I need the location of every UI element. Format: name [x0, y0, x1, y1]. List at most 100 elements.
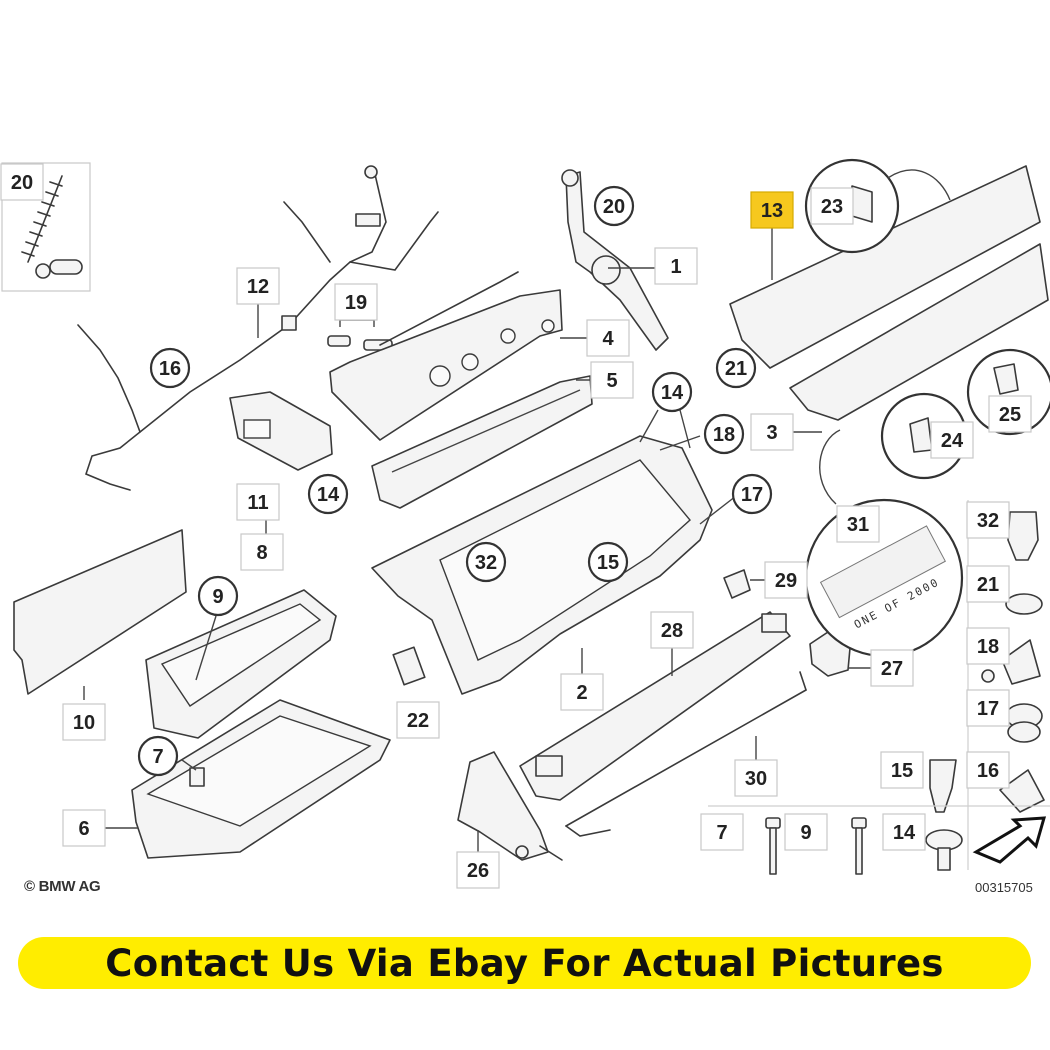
callout-17-frame [731, 473, 773, 515]
screw-18 [981, 669, 995, 683]
callout-22-number: 22 [407, 710, 429, 732]
callout-28: 28 [650, 611, 694, 649]
callout-12-number: 12 [247, 276, 269, 298]
callout-15-number: 15 [597, 552, 619, 574]
callout-9: 9 [784, 813, 828, 851]
callout-31-number: 31 [847, 514, 869, 536]
exploded-parts-diagram: ONE OF 2000 [0, 158, 1050, 889]
callout-1-frame [654, 247, 698, 285]
callout-25-frame [988, 395, 1032, 433]
rail-hole-1 [429, 365, 451, 387]
callout-5-frame [590, 361, 634, 399]
callout-10-number: 10 [73, 712, 95, 734]
lower-rail-part [519, 611, 791, 801]
module-window [243, 419, 271, 439]
callout-22: 22 [396, 701, 440, 739]
callout-14-frame [882, 813, 926, 851]
callout-21-frame [715, 347, 757, 389]
side-flap [13, 529, 187, 695]
callout-27-number: 27 [881, 658, 903, 680]
callout-19-frame [334, 283, 378, 321]
callout-21-number: 21 [977, 574, 999, 596]
callout-17-number: 17 [977, 698, 999, 720]
lock-body [457, 751, 549, 861]
callout-23-number: 23 [821, 196, 843, 218]
bracket-rail-part [329, 271, 563, 441]
callout-15-number: 15 [891, 760, 913, 782]
callout-5-number: 5 [606, 370, 617, 392]
callout-17-frame [966, 689, 1010, 727]
callout-20-number: 20 [603, 196, 625, 218]
callout-10: 10 [62, 703, 106, 741]
fastener-32 [1007, 511, 1039, 561]
screw-left [327, 335, 351, 347]
callout-14-number: 14 [893, 822, 916, 844]
detail-31-pointer [819, 429, 841, 505]
callout-24-number: 24 [941, 430, 964, 452]
cover-strip-part [371, 375, 593, 509]
callout-9: 9 [197, 575, 239, 617]
callout-18: 18 [966, 627, 1010, 665]
callout-16-frame [966, 751, 1010, 789]
callout-3: 3 [750, 413, 794, 451]
callout-2-number: 2 [576, 682, 587, 704]
screw-pair-bracket [339, 319, 375, 327]
callout-4-number: 4 [602, 328, 614, 350]
spring-body [27, 175, 63, 263]
direction-arrow-icon [972, 816, 1047, 864]
callout-17-number: 17 [741, 484, 763, 506]
callout-2-frame [560, 673, 604, 711]
cable-main-run [139, 169, 387, 433]
callout-20: 20 [593, 185, 635, 227]
callout-28-frame [650, 611, 694, 649]
callout-7-number: 7 [716, 822, 727, 844]
callout-12-frame [236, 267, 280, 305]
callout-8: 8 [240, 533, 284, 571]
callout-17: 17 [731, 473, 773, 515]
callout-29: 29 [764, 561, 808, 599]
cable-lower-run [77, 324, 141, 491]
callout-15: 15 [587, 541, 629, 583]
lock-lever [539, 845, 563, 861]
rail-hole-3 [500, 328, 516, 344]
callout-23-frame [810, 187, 854, 225]
leader-18 [659, 435, 701, 451]
callout-6-number: 6 [78, 818, 89, 840]
rail-hole-4 [541, 319, 555, 333]
callout-11-number: 11 [247, 492, 268, 514]
pin-washer [35, 263, 51, 279]
callout-18-number: 18 [713, 424, 735, 446]
callout-13-frame [750, 191, 794, 229]
callout-21-number: 21 [725, 358, 747, 380]
screw-14-head [925, 829, 963, 851]
callout-9-frame [784, 813, 828, 851]
frame-opening [439, 459, 691, 661]
callout-17: 17 [966, 689, 1010, 727]
callout-11: 11 [236, 483, 280, 521]
leader-7 [181, 759, 197, 771]
callout-32: 32 [966, 501, 1010, 539]
callout-20: 20 [0, 163, 44, 201]
callout-16-number: 16 [977, 760, 999, 782]
callout-31-frame [836, 505, 880, 543]
cable-clip [355, 213, 381, 227]
cover-strip-edge [391, 389, 581, 473]
callout-7: 7 [137, 735, 179, 777]
bolt-9-head [851, 817, 867, 829]
lid-lower-panel [789, 243, 1049, 421]
callout-26-number: 26 [467, 860, 489, 882]
lower-rail-end-left [535, 755, 563, 777]
link-rod [565, 689, 807, 827]
callout-3-number: 3 [766, 422, 777, 444]
spring-coils [21, 181, 63, 257]
callout-14: 14 [651, 371, 693, 413]
leader-9 [195, 615, 217, 681]
storage-box-part [131, 699, 391, 859]
callout-25-number: 25 [999, 404, 1021, 426]
callout-11-frame [236, 483, 280, 521]
hinge-pivot [591, 255, 621, 285]
callout-9-number: 9 [800, 822, 811, 844]
lid-upper-panel [729, 165, 1041, 369]
